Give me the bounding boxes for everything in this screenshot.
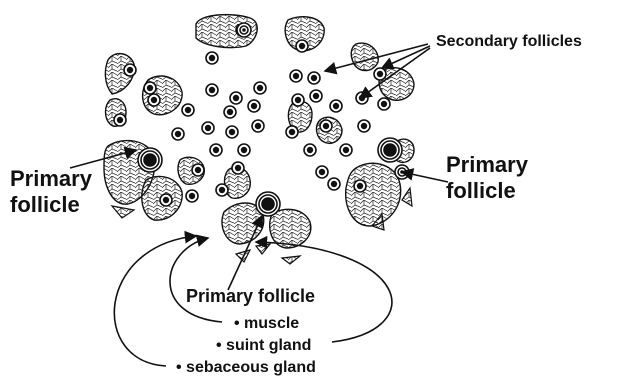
secondary-follicle [304, 144, 316, 156]
secondary-follicle [308, 72, 320, 84]
secondary-follicle [186, 190, 198, 202]
loop-muscle [170, 238, 222, 322]
secondary-follicle [224, 106, 236, 118]
duct [112, 206, 134, 218]
label-primary-follicle-left-line2: follicle [10, 192, 80, 217]
secondary-follicle [374, 68, 386, 80]
secondary-follicle [340, 144, 352, 156]
secondary-follicle [206, 52, 218, 64]
arrow-secondary-1 [325, 44, 428, 71]
secondary-follicle [232, 162, 244, 174]
secondary-follicle [252, 120, 264, 132]
secondary-follicle [210, 144, 222, 156]
label-primary-follicle-right-line2: follicle [446, 178, 516, 203]
secondary-follicle [358, 120, 370, 132]
loop-sebaceous [114, 236, 196, 366]
list-item-muscle: • muscle [234, 314, 299, 334]
secondary-follicle [378, 98, 390, 110]
list-item-sebaceous-gland: • sebaceous gland [176, 358, 316, 378]
secondary-follicle [230, 92, 242, 104]
list-item-suint-gland: • suint gland [216, 336, 311, 356]
secondary-follicle [124, 64, 136, 76]
secondary-follicle [354, 180, 366, 192]
duct [402, 188, 412, 206]
secondary-follicle [202, 122, 214, 134]
secondary-follicle [192, 164, 204, 176]
duct [256, 244, 270, 254]
primary-follicle [256, 192, 280, 216]
secondary-follicle [330, 100, 342, 112]
secondary-follicle [216, 184, 228, 196]
secondary-follicle [226, 126, 238, 138]
secondary-follicle [296, 40, 308, 52]
secondary-follicle [320, 120, 332, 132]
label-secondary-follicles: Secondary follicles [436, 32, 582, 51]
secondary-follicle [292, 94, 304, 106]
arrow-primary-right [402, 172, 448, 182]
secondary-follicle [238, 144, 250, 156]
secondary-follicle [160, 194, 172, 206]
label-primary-follicle-bottom: Primary follicle [186, 286, 315, 307]
secondary-follicle [182, 104, 194, 116]
secondary-follicle [114, 114, 126, 126]
primary-follicle [237, 23, 251, 37]
secondary-follicle [172, 128, 184, 140]
secondary-follicle [310, 90, 322, 102]
gland-cluster [351, 43, 378, 70]
secondary-follicle [144, 82, 156, 94]
label-primary-follicle-right-line1: Primary [446, 152, 528, 177]
secondary-follicle [328, 178, 340, 190]
duct [282, 256, 300, 264]
primary-follicle [138, 148, 162, 172]
secondary-follicle [148, 94, 160, 106]
secondary-follicle [290, 70, 302, 82]
gland-cluster [346, 163, 401, 226]
secondary-follicle [286, 126, 298, 138]
secondary-follicle [254, 82, 266, 94]
secondary-follicle [206, 84, 218, 96]
label-primary-follicle-left-line1: Primary [10, 166, 92, 191]
secondary-follicle [316, 166, 328, 178]
gland-clusters [104, 15, 414, 264]
secondary-follicle [248, 100, 260, 112]
primary-follicle [378, 138, 402, 162]
